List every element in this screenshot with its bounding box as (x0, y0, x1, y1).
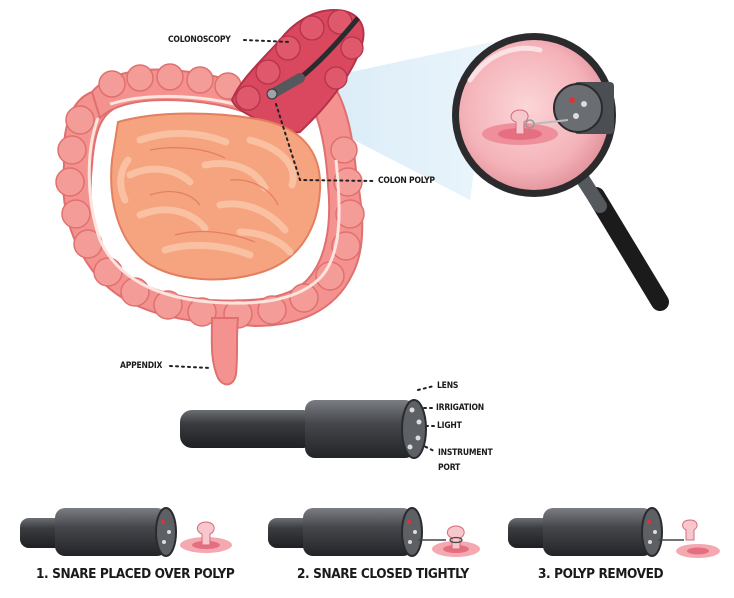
sigmoid-colon (230, 8, 365, 134)
label-lens: LENS (437, 381, 459, 391)
magnifier-handle (587, 187, 669, 311)
leader-colonoscopy (243, 39, 291, 43)
step-2-caption: 2. SNARE CLOSED TIGHTLY (297, 566, 469, 582)
step-3-caption: 3. POLYP REMOVED (538, 566, 664, 582)
endoscope-main (180, 399, 427, 459)
leader-appendix (169, 365, 211, 369)
step-1-caption: 1. SNARE PLACED OVER POLYP (36, 566, 235, 582)
label-appendix: APPENDIX (120, 361, 163, 371)
step-1-illustration (20, 507, 232, 557)
label-instrument-port: INSTRUMENT PORT (438, 446, 493, 477)
small-intestine (110, 112, 322, 281)
step-3-illustration (508, 507, 720, 558)
label-instrument-port-line2: PORT (438, 463, 461, 474)
label-instrument-port-line1: INSTRUMENT (438, 448, 493, 458)
label-colon-polyp: COLON POLYP (378, 176, 435, 186)
label-colonoscopy: COLONOSCOPY (168, 35, 231, 45)
appendix (210, 317, 240, 386)
magnifying-glass (452, 33, 669, 311)
large-intestine (55, 63, 365, 329)
label-irrigation: IRRIGATION (436, 403, 484, 413)
leader-colon-polyp (275, 103, 377, 182)
step-2-illustration (268, 507, 480, 557)
label-light: LIGHT (437, 421, 462, 431)
